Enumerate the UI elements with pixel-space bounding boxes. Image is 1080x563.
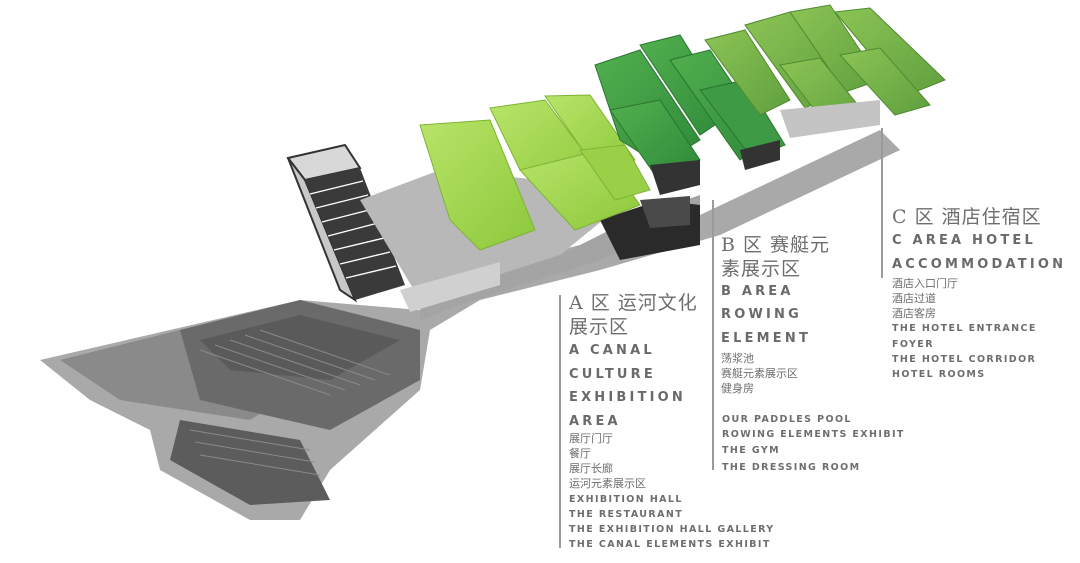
zone-a-en-title-1: A canal	[569, 343, 655, 358]
zone-b-zh-title-1: B 区 赛艇元	[721, 234, 831, 256]
zone-a-en-item: The restaurant	[569, 509, 684, 520]
zone-a-en-title-2: culture	[569, 367, 656, 382]
zone-b-zh-item: 健身房	[721, 382, 754, 395]
zone-a-building	[170, 300, 420, 505]
zone-c-en-title-2: accommodation	[892, 257, 1067, 272]
zone-c-en-item: Hotel rooms	[892, 369, 986, 380]
zone-c-zh-item: 酒店入口门厅	[892, 277, 958, 290]
zone-c-en-item: The hotel entrance	[892, 323, 1037, 334]
zone-c-zh-item: 酒店过道	[892, 292, 936, 305]
zone-a-zh-item: 运河元素展示区	[569, 477, 646, 490]
zone-a-zh-title-1: A 区 运河文化	[569, 292, 698, 314]
zone-a-zh-title-2: 展示区	[569, 316, 630, 338]
zone-a-zh-item: 餐厅	[569, 447, 591, 460]
zone-a-en-title-3: exhibition	[569, 390, 687, 405]
zone-b-zh-title-2: 素展示区	[721, 258, 802, 280]
zone-a-divider	[559, 295, 561, 548]
zone-a-green-roofs	[419, 94, 651, 251]
zone-a-en-item: Exhibition hall	[569, 494, 683, 505]
zone-b-zh-item: 赛艇元素展示区	[721, 367, 798, 380]
zone-c-en-item: foyer	[892, 339, 934, 350]
zone-c-green-roofs	[704, 4, 946, 138]
zone-b-en-item: Our paddles pool	[722, 414, 852, 425]
zone-b-en-item: The gym	[722, 445, 780, 456]
zone-b-en-item: The dressing room	[722, 462, 861, 473]
observation-tower	[286, 143, 405, 303]
zone-b-green-roofs	[594, 34, 786, 195]
zone-b-en-title-3: element	[721, 331, 812, 346]
zone-a-zh-item: 展厅长廊	[569, 462, 613, 475]
zone-a-en-item: The exhibition hall gallery	[569, 524, 775, 535]
zone-a-en-item: The canal elements exhibit	[569, 539, 771, 550]
zone-b-divider	[712, 200, 714, 470]
zone-b-en-title-2: rowing	[721, 307, 802, 322]
zone-b-zh-item: 荡浆池	[721, 352, 754, 365]
zone-c-divider	[881, 128, 883, 278]
zone-c-en-title-1: C area hotel	[892, 233, 1036, 248]
zone-c-zh-item: 酒店客房	[892, 307, 936, 320]
zone-b-en-title-1: B area	[721, 284, 794, 299]
zone-c-en-item: The hotel corridor	[892, 354, 1037, 365]
zone-c-zh-title-1: C 区 酒店住宿区	[892, 206, 1042, 228]
zone-a-zh-item: 展厅门厅	[569, 432, 613, 445]
zone-b-en-item: Rowing elements exhibit	[722, 429, 905, 440]
zone-a-en-title-4: area	[569, 414, 621, 429]
